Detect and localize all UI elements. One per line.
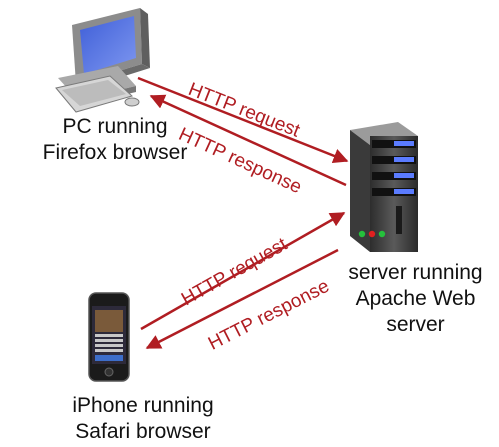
smartphone-icon	[88, 292, 130, 382]
server-tower-icon	[350, 122, 418, 252]
desktop-pc-icon	[55, 8, 150, 113]
server-label-line3: server	[386, 313, 445, 336]
top-request-arrow	[137, 76, 349, 163]
bottom-response-arrow	[145, 248, 339, 350]
pc-label-line1: PC running	[62, 115, 168, 138]
iphone-label: iPhone running Safari browser	[48, 393, 238, 445]
server-label: server running Apache Web server	[332, 260, 499, 338]
iphone-label-line1: iPhone running	[72, 394, 214, 417]
server-label-line1: server running	[348, 261, 483, 284]
iphone-label-line2: Safari browser	[75, 420, 211, 443]
server-label-line2: Apache Web	[355, 287, 476, 310]
bottom-request-arrow	[140, 211, 346, 331]
pc-label-line2: Firefox browser	[42, 141, 188, 164]
pc-label: PC running Firefox browser	[30, 114, 200, 166]
top-response-arrow	[149, 94, 347, 187]
